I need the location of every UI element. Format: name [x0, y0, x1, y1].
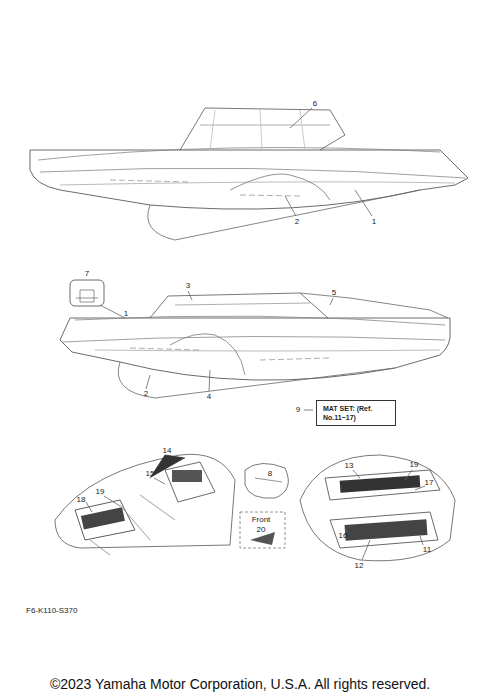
- callout-number: 4: [207, 393, 211, 401]
- callout-number: 7: [85, 270, 89, 278]
- callout-number: 13: [345, 462, 354, 470]
- callout-number: 1: [124, 310, 128, 318]
- callout-number: 2: [144, 390, 148, 398]
- reference-text: F6-K110-S370: [26, 607, 77, 615]
- callout-number: 8: [268, 470, 272, 478]
- callout-number: 18: [77, 496, 86, 504]
- callout-number: 20: [257, 526, 266, 534]
- callout-number: 14: [163, 447, 172, 455]
- callout-number: 2: [295, 218, 299, 226]
- callout-number: 19: [96, 488, 105, 496]
- callout-number: 6: [313, 100, 317, 108]
- callout-number: 11: [423, 546, 431, 554]
- callout-number: 9: [296, 406, 300, 414]
- callout-number: 1: [372, 218, 376, 226]
- callout-number: 3: [186, 282, 190, 290]
- reference-text: ©2023 Yamaha Motor Corporation, U.S.A. A…: [50, 677, 430, 691]
- callout-number: Front: [252, 516, 271, 524]
- callout-number: 12: [355, 562, 364, 570]
- callout-number: 17: [425, 479, 434, 487]
- callout-number: 19: [410, 461, 419, 469]
- callout-number: 16: [339, 532, 348, 540]
- callout-number: 15: [146, 470, 155, 478]
- box-text: MAT SET: (Ref. No.11~17): [323, 404, 389, 422]
- mat-set-box: MAT SET: (Ref. No.11~17): [316, 400, 396, 426]
- callout-number: 5: [332, 289, 336, 297]
